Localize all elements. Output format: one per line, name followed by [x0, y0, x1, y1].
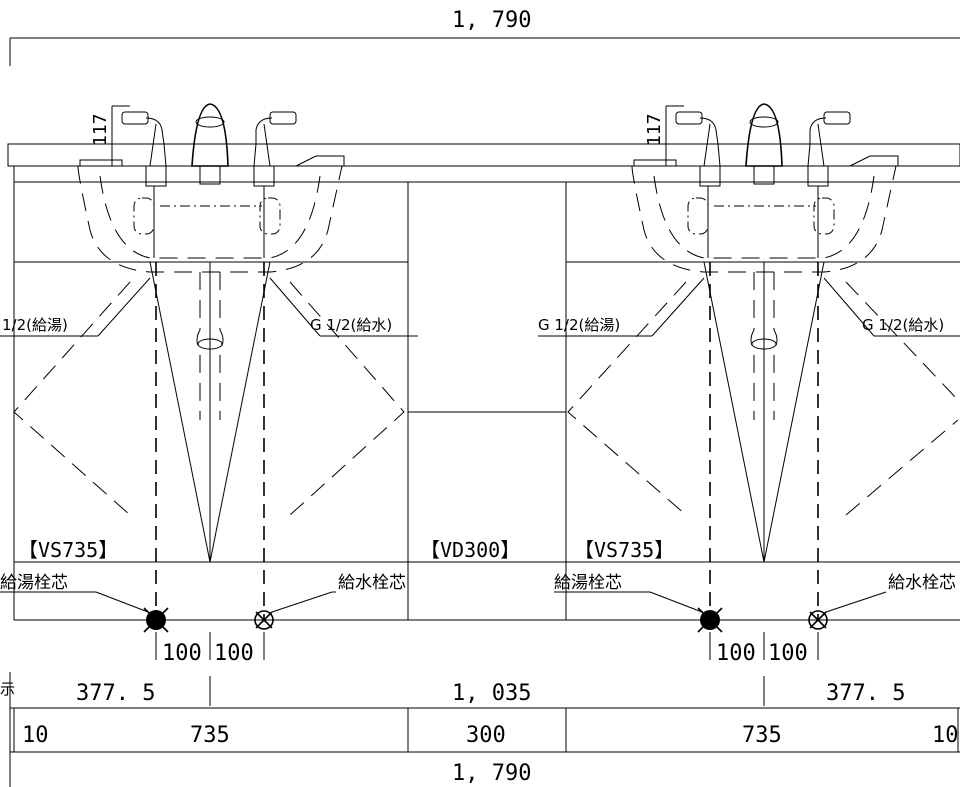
right-hot-pipe-label: G 1/2(給湯) [538, 316, 620, 334]
offset-left-dimension: 377. 5 [76, 681, 155, 706]
cabinet-panels [14, 182, 960, 621]
left-cold-center-label: 給水栓芯 [338, 573, 406, 593]
countertop [7, 143, 960, 620]
cut-off-label: 示 [0, 680, 15, 698]
right-vanity-unit [538, 103, 960, 633]
left-hot-center-label: 給湯栓芯 [0, 573, 68, 593]
middle-dimension: 300 [466, 723, 506, 748]
right-cold-tap-icon [807, 111, 851, 187]
basin-left-dimension: 735 [190, 723, 230, 748]
right-tap-height: 117 [644, 113, 665, 146]
left-cold-tap-icon [253, 111, 297, 187]
right-spacing-a: 100 [716, 641, 756, 666]
right-model-label: 【VS735】 [574, 538, 674, 562]
left-hot-tap-icon [121, 111, 167, 187]
center-span-dimension: 1, 035 [452, 681, 531, 706]
left-hot-pipe-label: 1/2(給湯) [2, 316, 68, 334]
basin-right-dimension: 735 [742, 723, 782, 748]
right-cold-valve-icon [808, 610, 828, 630]
left-cold-valve-icon [254, 610, 274, 630]
right-spout-icon [745, 103, 783, 185]
left-vanity-unit [0, 103, 418, 633]
left-spacing-b: 100 [214, 641, 254, 666]
right-spacing-b: 100 [768, 641, 808, 666]
left-spout-icon [191, 103, 229, 185]
right-hot-center-label: 給湯栓芯 [554, 573, 622, 593]
right-cold-pipe-label: G 1/2(給水) [862, 316, 944, 334]
bottom-total-dimension: 1, 790 [452, 761, 531, 786]
edge-left-dimension: 10 [22, 723, 49, 748]
left-spacing-a: 100 [162, 641, 202, 666]
offset-right-dimension: 377. 5 [826, 681, 905, 706]
right-cold-center-label: 給水栓芯 [888, 573, 956, 593]
middle-model-label: 【VD300】 [420, 538, 520, 562]
left-model-label: 【VS735】 [18, 538, 118, 562]
top-total-dimension: 1, 790 [452, 8, 531, 33]
edge-right-dimension: 10 [932, 723, 959, 748]
left-cold-pipe-label: G 1/2(給水) [310, 316, 392, 334]
left-tap-height: 117 [90, 113, 111, 146]
right-hot-tap-icon [675, 111, 721, 187]
